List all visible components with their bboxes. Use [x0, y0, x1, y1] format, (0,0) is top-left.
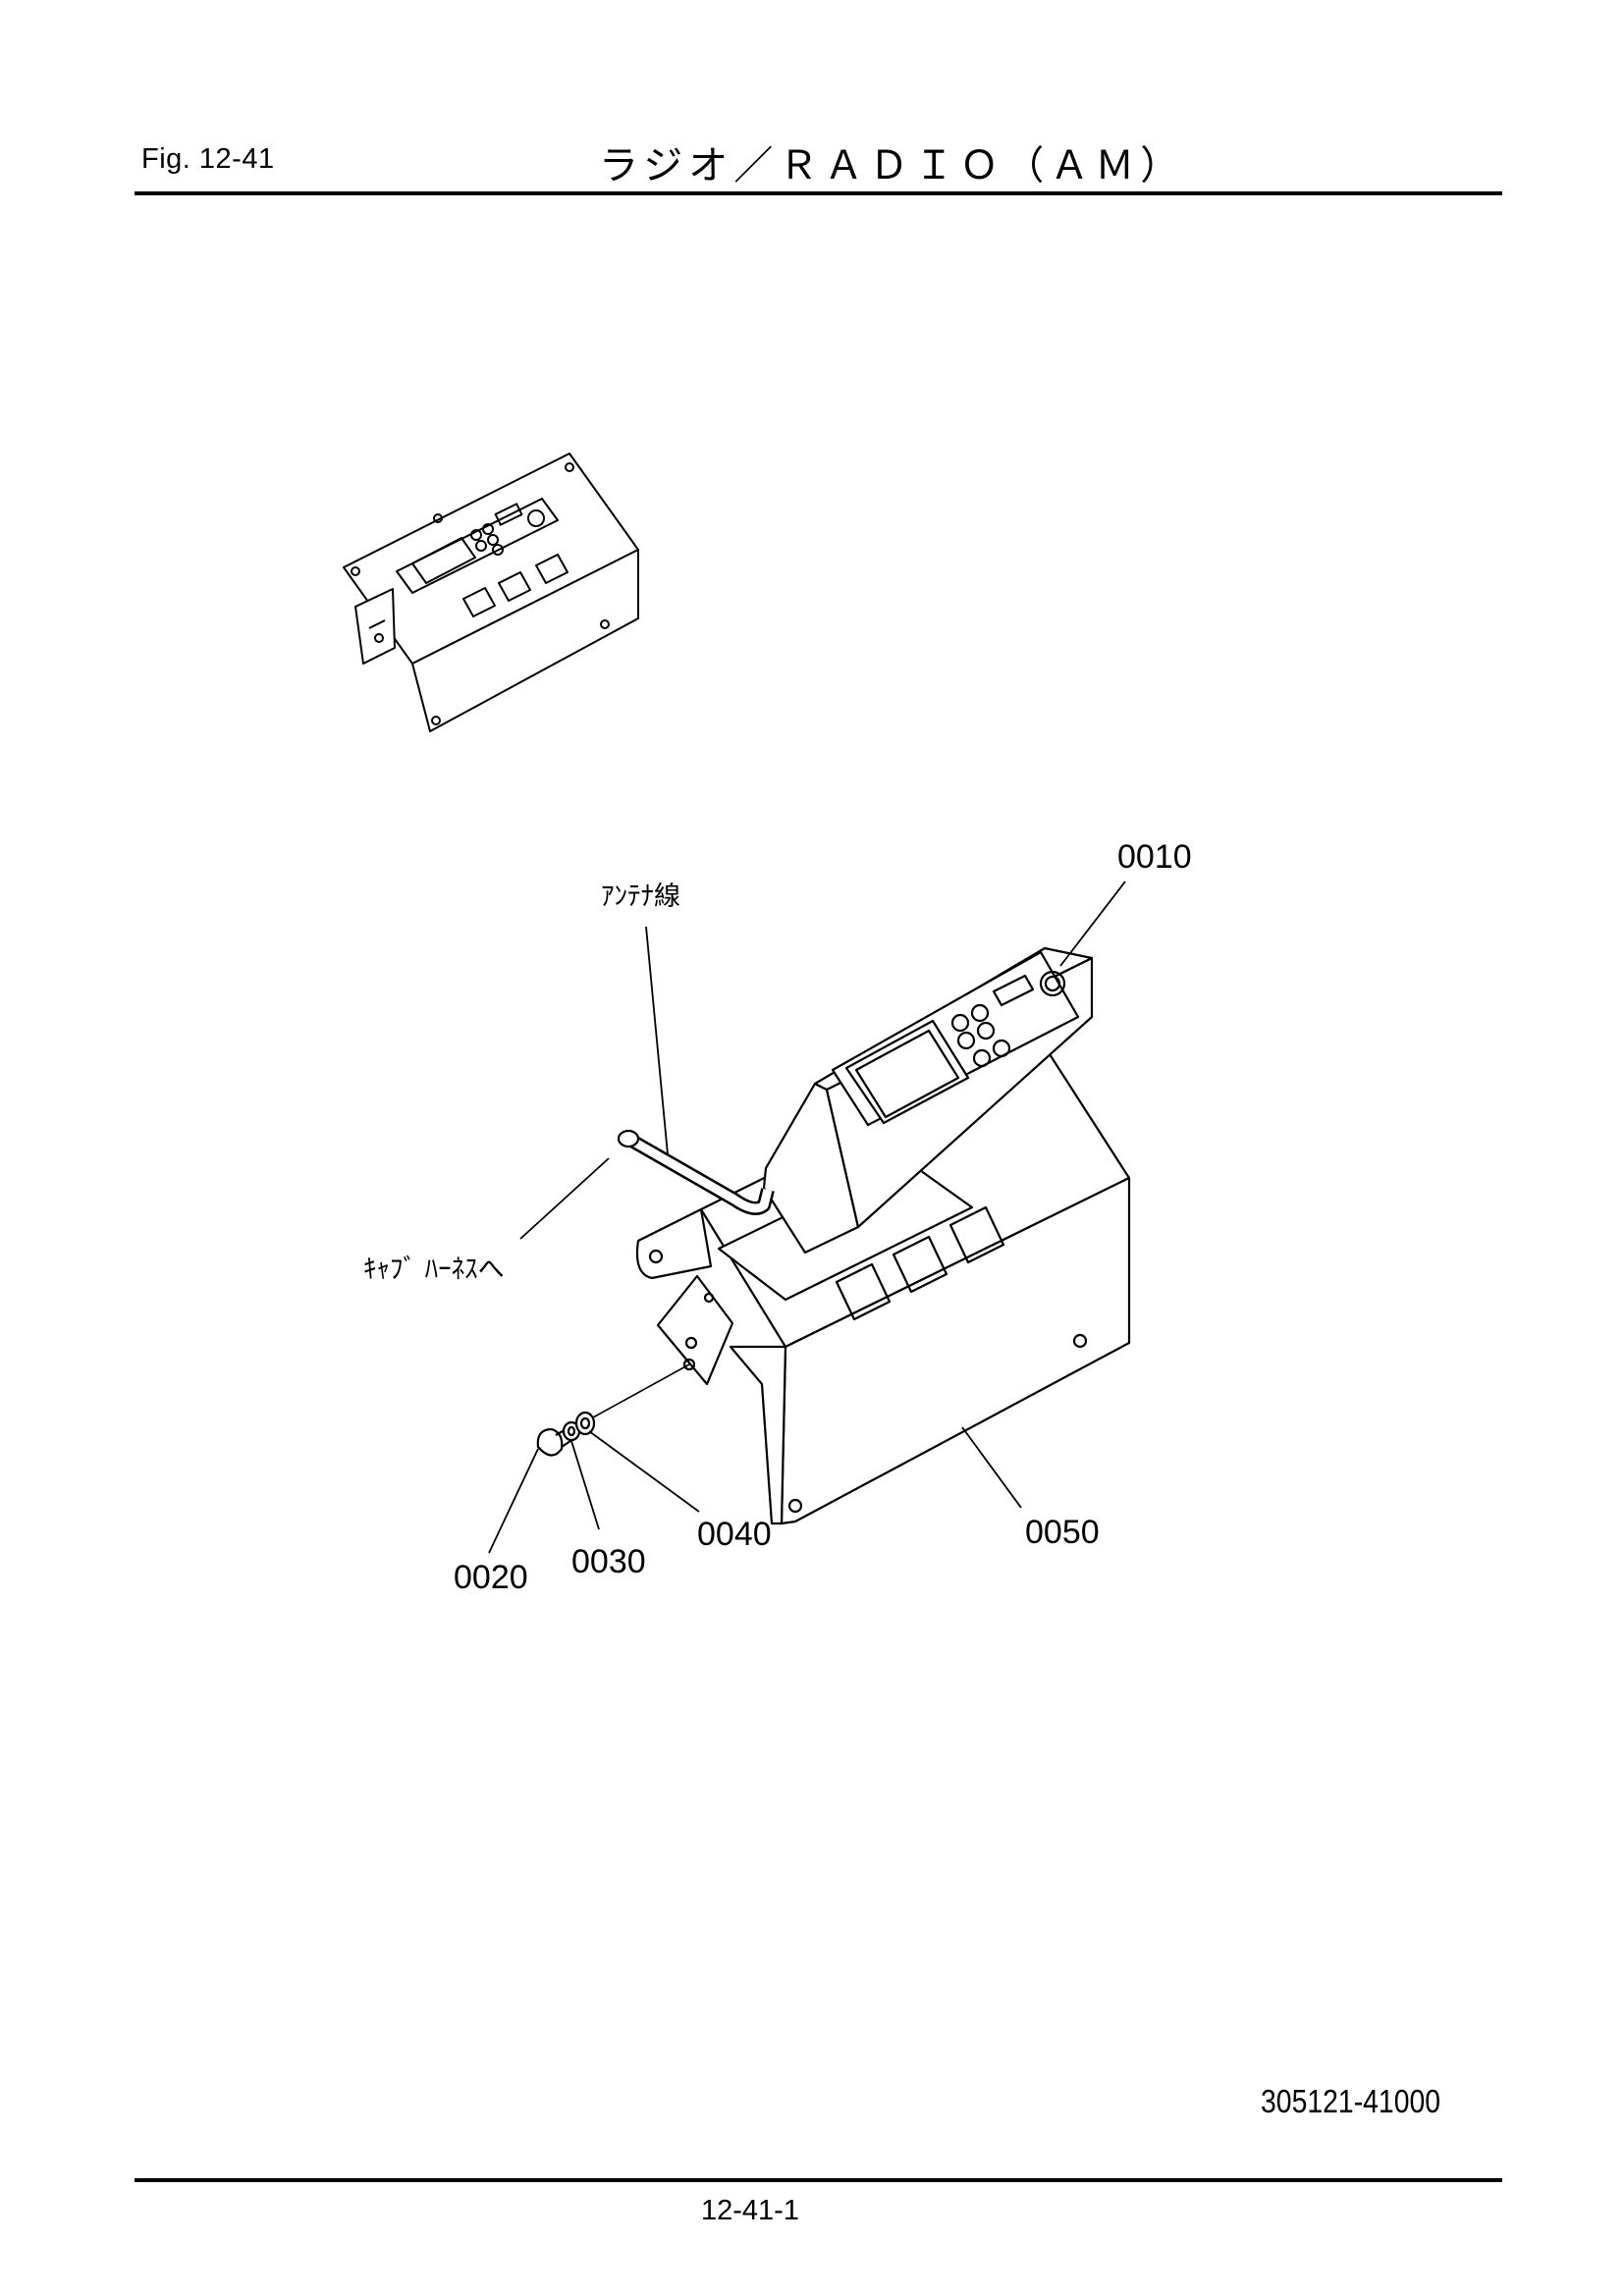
overview-assembly [343, 453, 639, 732]
side-plate-body [656, 1274, 734, 1386]
bracket-tab-hole [648, 1249, 664, 1264]
callout-0020: 0020 [454, 1559, 528, 1596]
bracket-side-flange [729, 1345, 787, 1525]
leader-antenna [645, 926, 669, 1155]
overview-radio-slot [494, 503, 523, 526]
overview-opening-2 [498, 571, 531, 602]
header-rule [135, 191, 1502, 195]
leader-0010 [1059, 881, 1126, 967]
antenna-connector [617, 1129, 640, 1148]
plain-washer [574, 1411, 596, 1436]
radio-button-4 [976, 1021, 996, 1041]
radio-button-6 [992, 1039, 1011, 1058]
footer-rule [135, 2178, 1502, 2182]
drawing-number: 305121-41000 [1261, 2083, 1441, 2119]
radio-tuning-knob [1039, 970, 1066, 997]
radio-button-3 [956, 1031, 976, 1050]
antenna-cable [617, 1129, 775, 1215]
radio-unit [762, 946, 1094, 1255]
figure-title: ラジオ／ＲＡＤＩＯ（ＡＭ） [599, 143, 1186, 188]
callout-0050: 0050 [1025, 1514, 1100, 1551]
leader-0030 [570, 1440, 600, 1530]
radio-button-2 [970, 1003, 990, 1023]
callout-0030: 0030 [571, 1543, 646, 1580]
side-plate [656, 1274, 734, 1386]
antenna-wire-label: ｱﾝﾃﾅ線 [601, 881, 680, 912]
leader-0040 [588, 1430, 700, 1513]
main-assembly [536, 946, 1131, 1525]
bracket-slot-2 [892, 1235, 948, 1294]
leader-0020 [488, 1448, 539, 1554]
leader-cab-harness [519, 1157, 610, 1240]
cab-harness-label: ｷｬﾌﾞ ﾊｰﾈｽへ [363, 1255, 505, 1285]
leader-0050 [961, 1426, 1022, 1509]
figure-number: Fig. 12-41 [141, 143, 275, 175]
radio-display-inner [854, 1029, 960, 1119]
radio-button-1 [950, 1013, 970, 1033]
bracket-slot-1 [835, 1262, 892, 1321]
callout-0040: 0040 [697, 1516, 772, 1553]
screw-head [536, 1427, 564, 1457]
radio-button-5 [972, 1048, 992, 1068]
radio-slot [992, 974, 1035, 1007]
overview-opening-3 [535, 554, 568, 584]
overview-opening-1 [462, 587, 496, 617]
page-number: 12-41-1 [701, 2195, 799, 2226]
assembly-line [592, 1363, 690, 1418]
leader-lines [488, 881, 1126, 1554]
bracket-hole-2 [787, 1498, 803, 1514]
overview-bracket-flange [411, 549, 639, 732]
callout-0010: 0010 [1117, 838, 1192, 876]
bracket-slot-3 [948, 1205, 1005, 1264]
bracket-hole-1 [1072, 1333, 1088, 1349]
overview-radio-display [411, 537, 476, 584]
bracket-left-tab [635, 1207, 713, 1280]
